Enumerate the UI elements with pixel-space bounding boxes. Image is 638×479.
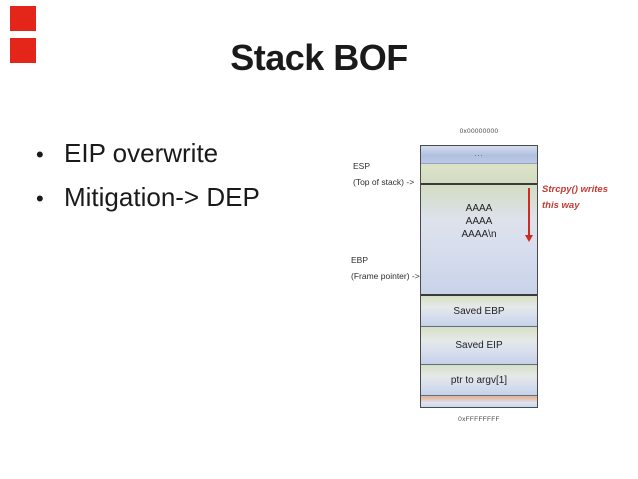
red-marker-top [10, 6, 36, 31]
stack-row-text: Saved EBP [453, 305, 505, 317]
ebp-label: EBP (Frame pointer) -> [351, 256, 420, 281]
stack-row-ptr-argv: ptr to argv[1] [421, 365, 537, 396]
arrow-line [527, 188, 530, 235]
ebp-label-line2: (Frame pointer) -> [351, 271, 420, 281]
esp-label-line1: ESP [353, 161, 371, 171]
buffer-line: AAAA\n [461, 229, 497, 240]
bullet-text: EIP overwrite [64, 138, 219, 168]
stack-row-text: ... [474, 151, 484, 158]
stack-row-saved-ebp: Saved EBP [421, 296, 537, 327]
stack-row-saved-eip: Saved EIP [421, 327, 537, 365]
stack-box: ... AAAA AAAA AAAA\n Saved EBP Saved EIP… [420, 145, 538, 408]
address-bottom-label: 0xFFFFFFFF [458, 416, 500, 423]
stack-row-text: Saved EIP [455, 340, 503, 351]
arrow-down-icon [524, 235, 533, 242]
stack-row-bottom [421, 396, 537, 407]
stack-row-text: ptr to argv[1] [450, 374, 508, 386]
esp-label: ESP (Top of stack) -> [353, 162, 414, 187]
bullet-list: • EIP overwrite • Mitigation-> DEP [36, 139, 260, 227]
bullet-icon: • [36, 142, 44, 167]
bullet-text: Mitigation-> DEP [64, 182, 260, 212]
annotation-line1: Strcpy() writes [542, 184, 608, 195]
strcpy-direction-arrow [524, 188, 533, 242]
buffer-line: AAAA [465, 216, 493, 227]
bullet-item: • Mitigation-> DEP [36, 183, 260, 212]
stack-row-free-space [421, 164, 537, 185]
ebp-label-line1: EBP [351, 255, 369, 265]
bullet-icon: • [36, 186, 44, 211]
buffer-line: AAAA [465, 203, 493, 214]
slide-title: Stack BOF [230, 37, 408, 78]
stack-row-top: ... [421, 146, 537, 164]
strcpy-annotation: Strcpy() writes this way [542, 182, 622, 214]
annotation-line2: this way [542, 200, 580, 211]
stack-row-buffer: AAAA AAAA AAAA\n [421, 185, 537, 296]
red-marker-bottom [10, 38, 36, 63]
address-top-label: 0x00000000 [459, 128, 499, 135]
esp-label-line2: (Top of stack) -> [353, 177, 415, 187]
bullet-item: • EIP overwrite [36, 139, 260, 168]
